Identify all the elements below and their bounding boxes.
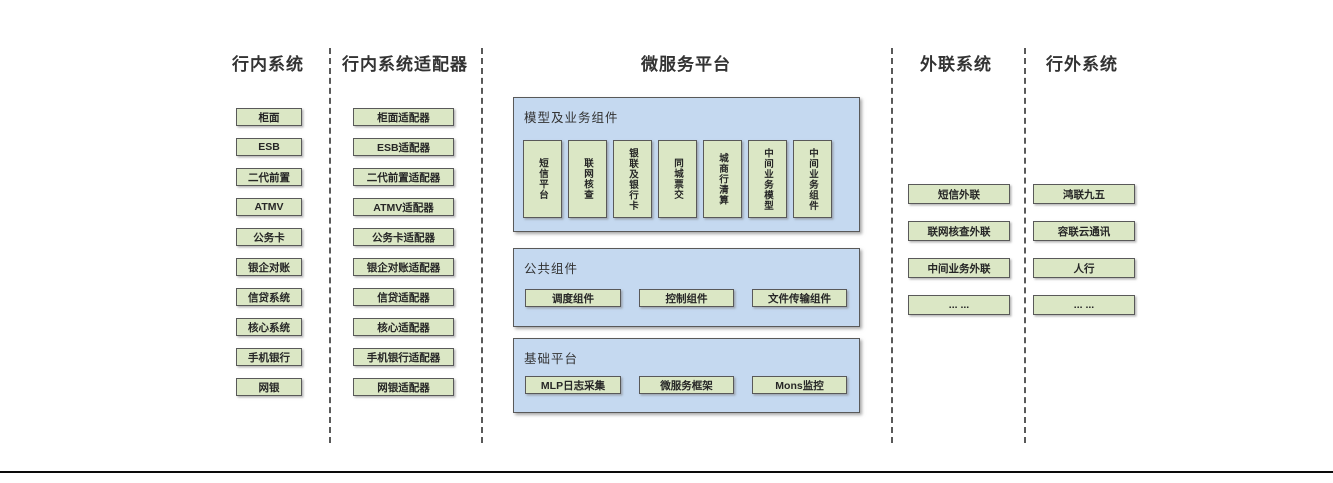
component-box: Mons监控 <box>752 376 847 394</box>
system-box: 柜面 <box>236 108 302 126</box>
component-box: 微服务框架 <box>639 376 734 394</box>
system-box: ATMV <box>236 198 302 216</box>
dashed-separator-1 <box>329 48 331 443</box>
bottom-divider-line <box>0 471 1333 473</box>
system-box: 二代前置 <box>236 168 302 186</box>
outreach-box: 联网核查外联 <box>908 221 1010 241</box>
adapter-box: 银企对账适配器 <box>353 258 454 276</box>
component-box: 中间业务组件 <box>793 140 832 218</box>
base-platform-row: MLP日志采集 微服务框架 Mons监控 <box>525 376 847 394</box>
system-box: 手机银行 <box>236 348 302 366</box>
vertical-component-row: 短信平台 联网核查 银联及银行卡 同城票交 城商行清算 中间业务模型 中间业务组… <box>523 140 832 218</box>
component-box: 中间业务模型 <box>748 140 787 218</box>
column-title-outreach-systems: 外联系统 <box>920 55 992 74</box>
component-box: MLP日志采集 <box>525 376 621 394</box>
adapter-box: 二代前置适配器 <box>353 168 454 186</box>
component-box: 文件传输组件 <box>752 289 847 307</box>
panel-label: 模型及业务组件 <box>524 111 619 125</box>
system-box: 网银 <box>236 378 302 396</box>
column-title-internal-adapters: 行内系统适配器 <box>342 55 468 74</box>
outreach-box: 中间业务外联 <box>908 258 1010 278</box>
component-box: 同城票交 <box>658 140 697 218</box>
system-box: 核心系统 <box>236 318 302 336</box>
outreach-box: 短信外联 <box>908 184 1010 204</box>
system-box: 信贷系统 <box>236 288 302 306</box>
external-box: 人行 <box>1033 258 1135 278</box>
system-box: 银企对账 <box>236 258 302 276</box>
external-box: 鸿联九五 <box>1033 184 1135 204</box>
column-title-microservice-platform: 微服务平台 <box>641 55 731 74</box>
panel-common-components: 公共组件 调度组件 控制组件 文件传输组件 <box>513 248 860 327</box>
adapter-box: ESB适配器 <box>353 138 454 156</box>
dashed-separator-4 <box>1024 48 1026 443</box>
component-box: 城商行清算 <box>703 140 742 218</box>
adapter-box: ATMV适配器 <box>353 198 454 216</box>
dashed-separator-2 <box>481 48 483 443</box>
component-box: 控制组件 <box>639 289 734 307</box>
external-box: 容联云通讯 <box>1033 221 1135 241</box>
component-box: 调度组件 <box>525 289 621 307</box>
dashed-separator-3 <box>891 48 893 443</box>
panel-base-platform: 基础平台 MLP日志采集 微服务框架 Mons监控 <box>513 338 860 413</box>
component-box: 银联及银行卡 <box>613 140 652 218</box>
common-component-row: 调度组件 控制组件 文件传输组件 <box>525 289 847 307</box>
column-title-external-systems: 行外系统 <box>1046 55 1118 74</box>
component-box: 联网核查 <box>568 140 607 218</box>
internal-systems-column: 柜面 ESB 二代前置 ATMV 公务卡 银企对账 信贷系统 核心系统 手机银行… <box>236 108 302 396</box>
external-box: ... ... <box>1033 295 1135 315</box>
adapter-box: 公务卡适配器 <box>353 228 454 246</box>
adapter-box: 信贷适配器 <box>353 288 454 306</box>
external-systems-column: 鸿联九五 容联云通讯 人行 ... ... <box>1033 184 1135 315</box>
adapter-box: 核心适配器 <box>353 318 454 336</box>
component-box: 短信平台 <box>523 140 562 218</box>
column-title-internal-systems: 行内系统 <box>232 55 304 74</box>
internal-adapters-column: 柜面适配器 ESB适配器 二代前置适配器 ATMV适配器 公务卡适配器 银企对账… <box>353 108 454 396</box>
system-box: ESB <box>236 138 302 156</box>
outreach-systems-column: 短信外联 联网核查外联 中间业务外联 ... ... <box>908 184 1010 315</box>
adapter-box: 手机银行适配器 <box>353 348 454 366</box>
system-box: 公务卡 <box>236 228 302 246</box>
adapter-box: 柜面适配器 <box>353 108 454 126</box>
panel-label: 基础平台 <box>524 352 579 366</box>
adapter-box: 网银适配器 <box>353 378 454 396</box>
panel-model-business-components: 模型及业务组件 短信平台 联网核查 银联及银行卡 同城票交 城商行清算 中间业务… <box>513 97 860 232</box>
outreach-box: ... ... <box>908 295 1010 315</box>
panel-label: 公共组件 <box>524 262 579 276</box>
